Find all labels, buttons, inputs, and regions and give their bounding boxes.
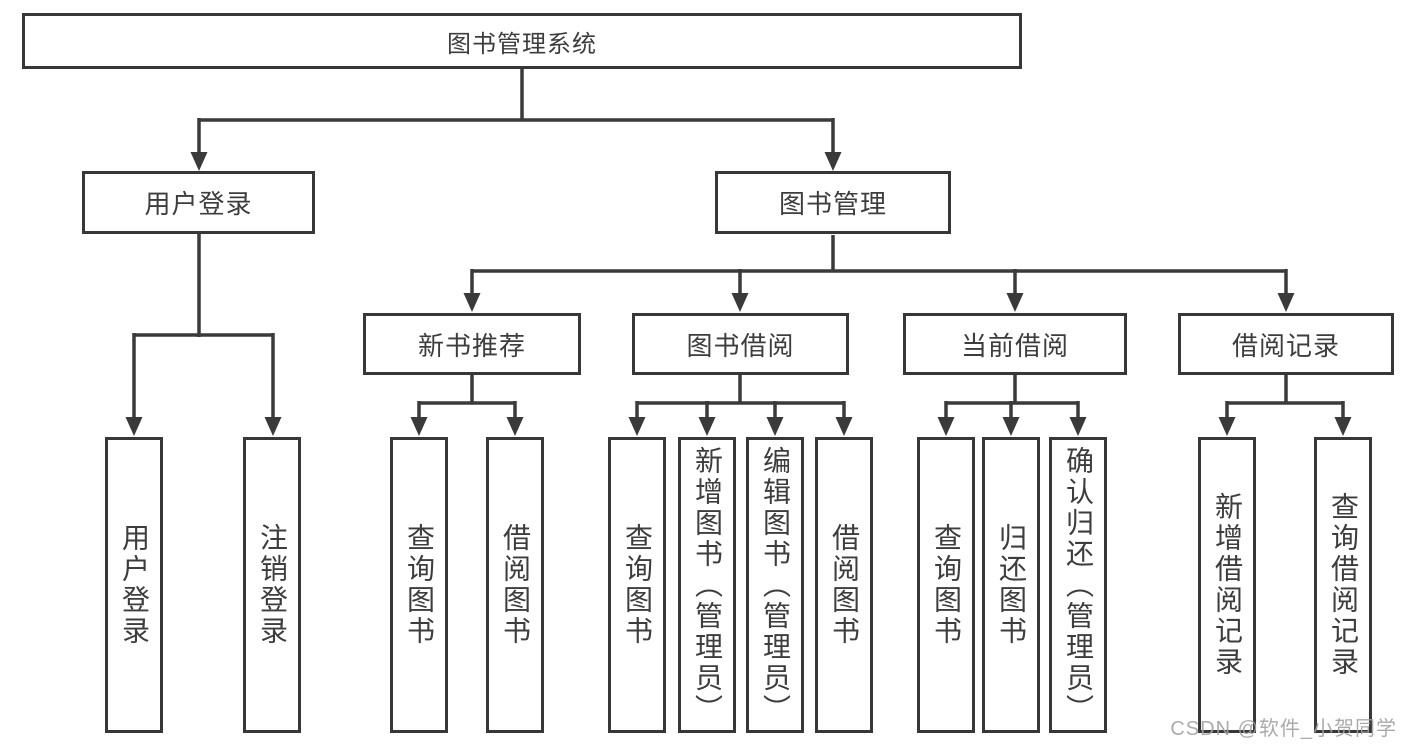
leaf-label: 借阅图书: [829, 523, 860, 647]
node-new-book-recommendation: 新书推荐: [363, 313, 581, 375]
leaf-borrow-books: 借阅图书: [486, 437, 544, 733]
node-book-borrowing: 图书借阅: [632, 313, 849, 375]
leaf-label: 编辑图书（管理员）: [760, 445, 791, 725]
leaf-return-books: 归还图书: [982, 437, 1040, 733]
node-library-management-system: 图书管理系统: [22, 13, 1022, 69]
leaf-add-book-admin: 新增图书（管理员）: [678, 437, 736, 733]
leaf-label: 查询图书: [622, 523, 653, 647]
node-borrowing-records: 借阅记录: [1178, 313, 1394, 375]
leaf-label: 用户登录: [119, 523, 150, 647]
node-book-management: 图书管理: [715, 171, 951, 234]
leaf-logout: 注销登录: [243, 437, 301, 733]
leaf-label: 查询借阅记录: [1328, 492, 1359, 678]
leaf-user-login: 用户登录: [105, 437, 163, 733]
leaf-edit-book-admin: 编辑图书（管理员）: [746, 437, 804, 733]
leaf-label: 借阅图书: [500, 523, 531, 647]
leaf-add-borrow-record: 新增借阅记录: [1198, 437, 1256, 733]
leaf-query-books: 查询图书: [608, 437, 666, 733]
tree-edges: [132, 69, 1345, 420]
csdn-watermark: CSDN @软件_小贺同学: [1170, 718, 1397, 740]
leaf-borrow-books: 借阅图书: [815, 437, 873, 733]
leaf-query-books: 查询图书: [917, 437, 975, 733]
arrowheads: [125, 152, 1352, 436]
leaf-label: 确认归还（管理员）: [1063, 445, 1094, 725]
leaf-label: 归还图书: [996, 523, 1027, 647]
leaf-confirm-return-admin: 确认归还（管理员）: [1049, 437, 1107, 733]
leaf-label: 新增图书（管理员）: [692, 445, 723, 725]
leaf-label: 查询图书: [404, 523, 435, 647]
leaf-label: 注销登录: [257, 523, 288, 647]
leaf-label: 新增借阅记录: [1212, 492, 1243, 678]
leaf-query-borrow-record: 查询借阅记录: [1314, 437, 1372, 733]
node-current-borrowing: 当前借阅: [903, 313, 1127, 375]
leaf-query-books: 查询图书: [390, 437, 448, 733]
leaf-label: 查询图书: [931, 523, 962, 647]
node-user-login: 用户登录: [82, 171, 315, 234]
